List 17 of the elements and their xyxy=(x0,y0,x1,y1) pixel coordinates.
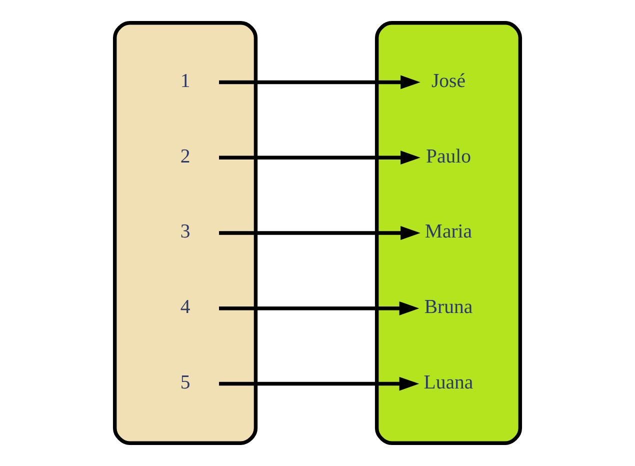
node-text: 1 xyxy=(180,70,190,92)
node-text: 3 xyxy=(180,220,190,243)
cluster xyxy=(112,21,258,445)
node-text: Paulo xyxy=(426,145,472,168)
node-text: Bruna xyxy=(424,296,473,318)
node-text: 5 xyxy=(180,371,190,394)
arrow xyxy=(219,301,420,316)
arrow xyxy=(219,226,420,240)
node-text: 2 xyxy=(180,145,190,168)
arrow xyxy=(219,150,420,165)
node-text: Maria xyxy=(424,220,472,243)
node-text: 4 xyxy=(180,296,190,318)
arrow xyxy=(219,75,420,90)
cluster xyxy=(374,21,522,445)
node-text: Luana xyxy=(424,371,474,394)
node-text: José xyxy=(431,70,466,92)
arrow xyxy=(219,376,420,391)
